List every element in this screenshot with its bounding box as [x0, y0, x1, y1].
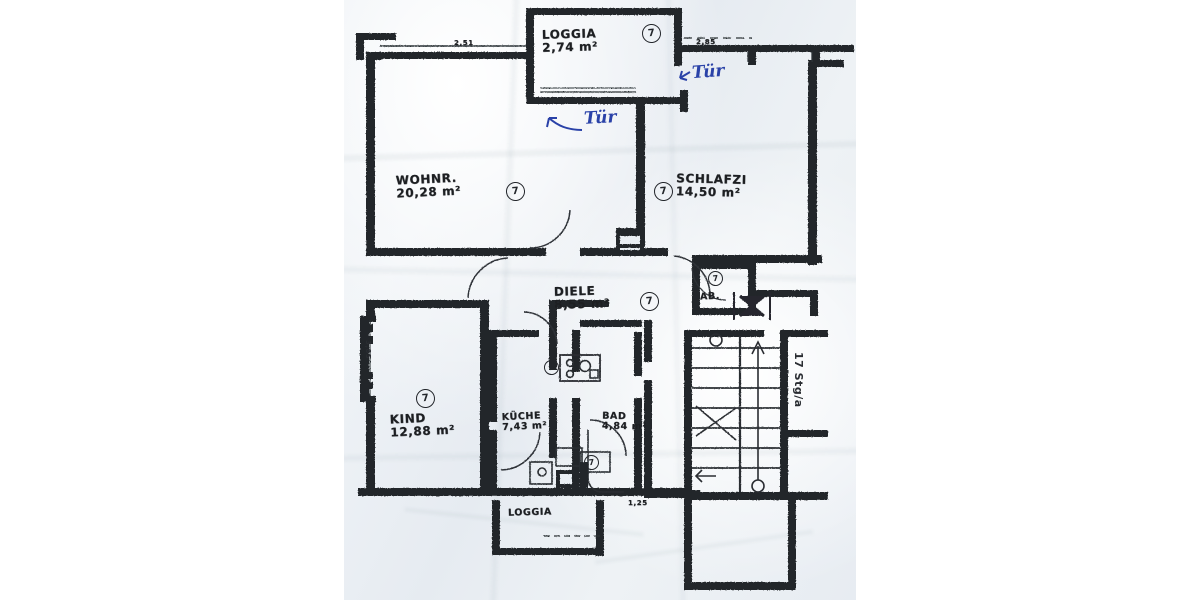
room-area: 2,74 m² — [541, 38, 599, 55]
annotation-tuer-right: Tür — [691, 60, 726, 84]
room-label-ab: AB. — [699, 290, 721, 303]
room-area: 7,43 m² — [501, 419, 548, 433]
room-label-kueche: KÜCHE 7,43 m² — [501, 410, 548, 433]
room-name: LOGGIA — [507, 506, 553, 519]
room-area: 12,88 m² — [389, 422, 456, 440]
dimension-lines — [369, 37, 813, 537]
dimension-left-wall: 3,85 — [364, 340, 372, 360]
floor-plan-drawing — [356, 8, 854, 590]
shaft-x-symbol — [733, 292, 771, 320]
left-window-element — [362, 324, 373, 389]
room-label-diele: DIELE 8,55 m² — [553, 284, 611, 312]
room-name: AB. — [699, 290, 721, 303]
room-label-bad: BAD 4,84 m² — [601, 410, 648, 433]
room-label-schlafzi: SCHLAFZI 14,50 m² — [675, 171, 747, 200]
dimension-top-left: 2,51 — [454, 39, 474, 47]
room-area: 4,84 m² — [601, 420, 648, 433]
stair-direction-arrow — [694, 333, 765, 493]
wall-group-structural — [356, 8, 854, 590]
room-label-loggia-bottom: LOGGIA — [507, 506, 553, 519]
stair-step-note: 17 Stg/a — [792, 352, 805, 408]
door-swing-arcs — [467, 209, 727, 471]
staircase-symbol — [692, 336, 780, 492]
room-area: 20,28 m² — [395, 183, 462, 201]
room-label-wohnr: WOHNR. 20,28 m² — [395, 171, 462, 201]
bathroom-fixtures — [529, 430, 624, 493]
kitchen-fixtures — [559, 354, 601, 382]
room-area: 8,55 m² — [553, 295, 611, 312]
room-area: 14,50 m² — [675, 183, 741, 200]
dimension-bottom-mid: 1,25 — [628, 499, 648, 507]
dimension-top-right: 2,85 — [696, 38, 716, 46]
room-label-loggia-top: LOGGIA 2,74 m² — [541, 26, 599, 55]
scanned-paper-sheet: LOGGIA 2,74 m² 7 WOHNR. 20,28 m² 7 SCHLA… — [344, 0, 856, 600]
sanitary-block — [556, 462, 588, 488]
room-label-kind: KIND 12,88 m² — [389, 411, 455, 439]
handwritten-arrow — [546, 70, 691, 131]
annotation-tuer-left: Tür — [583, 107, 617, 129]
